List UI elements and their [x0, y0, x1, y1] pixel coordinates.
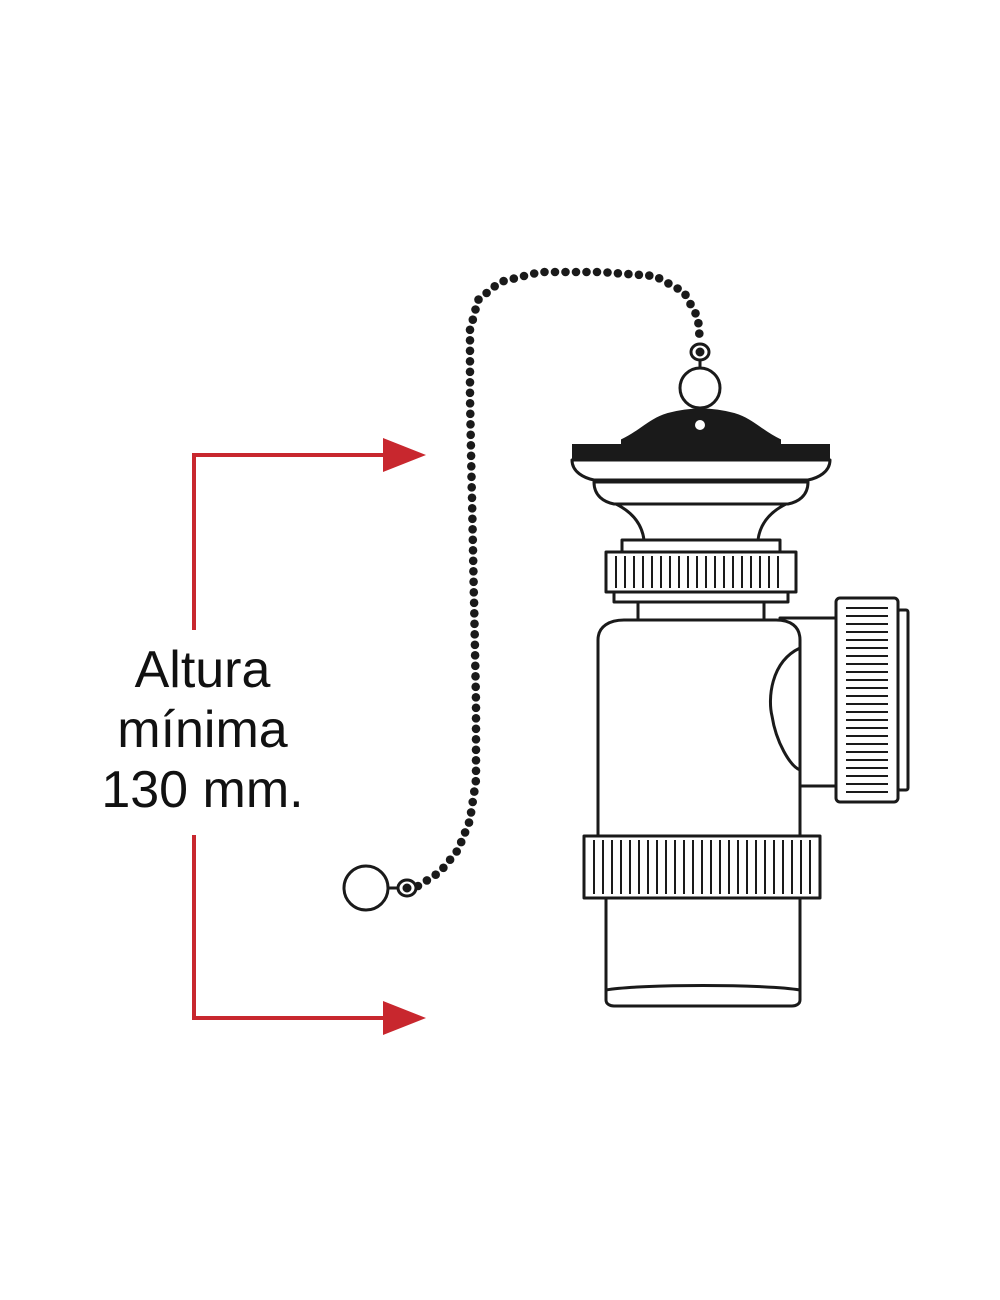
- dimension-label: Altura mínima 130 mm.: [70, 640, 335, 820]
- drain-flange: [570, 458, 832, 482]
- dimension-label-line2: mínima: [117, 701, 288, 759]
- plug-stopper-icon: [572, 408, 830, 460]
- sink-drain-trap-illustration: [570, 458, 910, 1008]
- dimension-arrow-bottom-icon: [383, 1001, 426, 1035]
- side-outlet-nut: [834, 596, 900, 804]
- stopper-ball-icon: [678, 366, 722, 410]
- dimension-upper-line: [192, 453, 390, 630]
- dimension-arrow-top-icon: [383, 438, 426, 472]
- chain-end-ball-icon: [342, 864, 390, 912]
- dimension-lower-line: [192, 835, 390, 1020]
- drain-neck: [614, 502, 788, 542]
- dimension-label-line1: Altura: [134, 641, 271, 699]
- trap-spigot: [604, 896, 802, 1008]
- dimension-label-line3: 130 mm.: [101, 761, 304, 819]
- upper-nut: [620, 538, 782, 554]
- chain-end-ring: [342, 864, 418, 912]
- ball-chain-icon: [413, 267, 704, 891]
- trap-body: [596, 618, 802, 838]
- dimension-bracket: [192, 453, 390, 1020]
- stopper-ring: [678, 342, 722, 410]
- trap-bulge: [768, 646, 801, 772]
